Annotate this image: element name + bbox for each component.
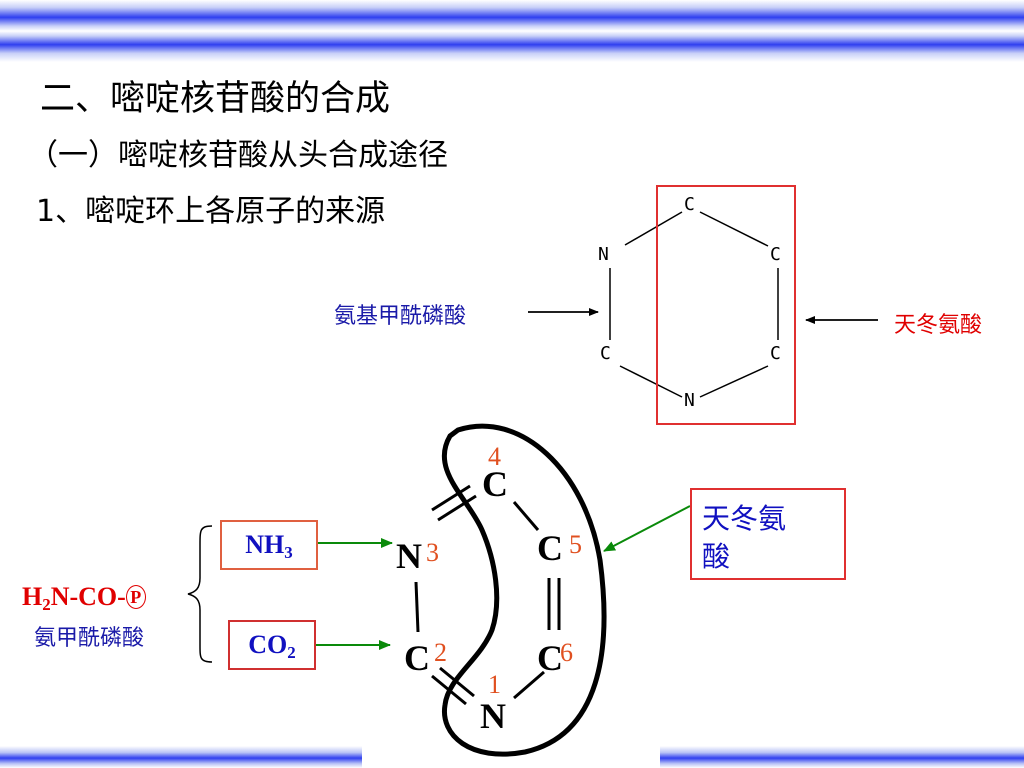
top-atom-n-left: N: [598, 244, 609, 265]
aspartate-box-line2: 酸: [702, 540, 731, 573]
section-heading: 1、嘧啶环上各原子的来源: [36, 194, 386, 229]
top-decor-bar: [0, 0, 1024, 62]
ring-number-2: 2: [434, 638, 447, 667]
aspartate-green-arrow: [603, 505, 691, 552]
carbamoyl-phosphate-formula: H2N-CO-P: [22, 582, 146, 615]
bottom-ring-bonds: [414, 484, 561, 706]
aspartate-label: 天冬氨酸: [894, 313, 983, 338]
ring-number-6: 6: [560, 638, 573, 667]
aspartate-region-box: [656, 185, 796, 425]
aspartate-source-box: 天冬氨酸: [690, 488, 846, 580]
page-subtitle: （一）嘧啶核苷酸从头合成途径: [28, 138, 448, 173]
source-brace: [187, 525, 213, 663]
phosphate-circle: P: [125, 585, 146, 609]
top-atom-c-right-bottom: C: [770, 343, 781, 364]
top-ring-bonds: [609, 211, 779, 398]
carbamoyl-phosphate-label: 氨基甲酰磷酸: [334, 304, 467, 329]
carbamoyl-phosphate-name: 氨甲酰磷酸: [34, 626, 145, 651]
top-atom-c-top: C: [684, 194, 695, 215]
aspartate-kidney-outline: [441, 423, 607, 757]
bottom-decor-bar-left: [0, 746, 362, 768]
ring-number-4: 4: [488, 442, 501, 471]
co2-formula: CO: [248, 630, 288, 659]
top-atom-c-left-bottom: C: [600, 343, 611, 364]
ring-atom-c6: C: [537, 638, 563, 678]
ring-atom-c4: C: [482, 464, 508, 504]
ammonia-subscript: 3: [284, 543, 293, 563]
ring-atom-c2: C: [404, 638, 430, 678]
ring-number-3: 3: [426, 538, 439, 567]
ring-atom-n1: N: [480, 696, 506, 736]
ring-number-1: 1: [488, 670, 501, 699]
ammonia-source-box: NH3: [220, 520, 318, 570]
top-atom-c-right-top: C: [770, 244, 781, 265]
ring-atom-c5: C: [537, 528, 563, 568]
ring-atom-n3: N: [396, 536, 422, 576]
ring-number-5: 5: [569, 530, 582, 559]
co2-source-box: CO2: [228, 620, 316, 670]
co2-subscript: 2: [287, 643, 296, 663]
ammonia-formula: NH: [245, 530, 285, 559]
page-title: 二、嘧啶核苷酸的合成: [40, 79, 391, 119]
aspartate-box-line1: 天冬氨: [702, 502, 787, 535]
bottom-decor-bar-right: [660, 746, 1024, 768]
top-atom-n-bottom: N: [684, 390, 695, 411]
